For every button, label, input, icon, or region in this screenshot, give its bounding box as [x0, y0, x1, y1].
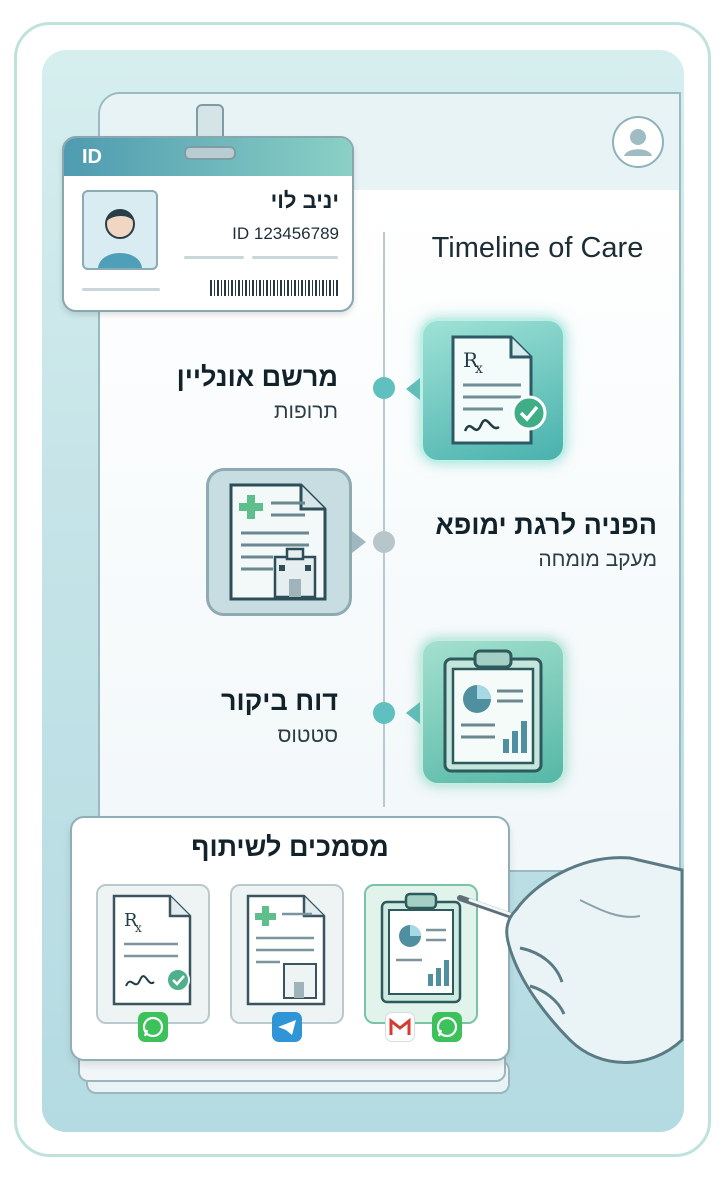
whatsapp-glyph [436, 1016, 458, 1038]
gmail-icon[interactable] [385, 1012, 415, 1042]
timeline-dot-referral[interactable] [373, 531, 395, 553]
card-pointer [406, 702, 420, 724]
prescription-document-icon: R x [451, 335, 547, 445]
badge-clip-base [184, 146, 236, 160]
card-pointer [352, 531, 366, 553]
card-pointer [406, 378, 420, 400]
id-card-line [82, 288, 160, 291]
gmail-glyph [389, 1017, 411, 1035]
timeline-item-title: מרשם אונליין [176, 362, 338, 392]
share-document-prescription[interactable]: R x [96, 884, 210, 1024]
telegram-icon[interactable] [272, 1012, 302, 1042]
svg-text:x: x [135, 921, 142, 935]
telegram-glyph [278, 1020, 296, 1035]
id-card-line [184, 256, 244, 259]
whatsapp-icon[interactable] [432, 1012, 462, 1042]
timeline-item-title: דוח ביקור [220, 686, 338, 716]
svg-text:R: R [124, 910, 138, 931]
timeline-line [383, 232, 385, 807]
id-card-line [252, 256, 338, 259]
referral-card[interactable] [206, 468, 352, 616]
whatsapp-glyph [142, 1016, 164, 1038]
timeline-dot-prescription[interactable] [373, 377, 395, 399]
person-avatar-icon [98, 209, 142, 268]
clipboard-report-icon [380, 892, 462, 1004]
svg-text:R: R [463, 348, 479, 372]
clipboard-report-icon [443, 649, 543, 773]
barcode [210, 280, 338, 296]
visit-report-card[interactable] [420, 638, 566, 786]
share-document-referral[interactable] [230, 884, 344, 1024]
prescription-card[interactable]: R x [420, 318, 566, 463]
user-profile-button[interactable] [612, 116, 664, 168]
timeline-item-title: הפניה לרגת ימופא [435, 510, 657, 540]
hospital-referral-document-icon [246, 894, 326, 1006]
svg-text:x: x [475, 361, 483, 377]
share-panel-title: מסמכים לשיתוף [191, 832, 389, 862]
timeline-item-subtitle: מעקב מומחה [538, 548, 657, 571]
hand-stylus-illustration [457, 856, 684, 1064]
avatar [82, 190, 158, 270]
id-card-label: ID [82, 146, 102, 168]
timeline-dot-report[interactable] [373, 702, 395, 724]
hospital-referral-document-icon [229, 483, 327, 601]
timeline-item-subtitle: תרופות [274, 400, 338, 423]
patient-name: יניב לוי [270, 188, 339, 213]
patient-id-number: ID 123456789 [232, 224, 339, 243]
timeline-title: Timeline of Care [431, 232, 644, 264]
timeline-item-subtitle: סטטוס [277, 724, 338, 747]
user-icon [624, 129, 652, 156]
patient-id-card[interactable]: ID יניב לוי ID 123456789 [62, 136, 354, 312]
whatsapp-icon[interactable] [138, 1012, 168, 1042]
prescription-document-icon: R x [112, 894, 192, 1006]
share-document-report[interactable] [364, 884, 478, 1024]
